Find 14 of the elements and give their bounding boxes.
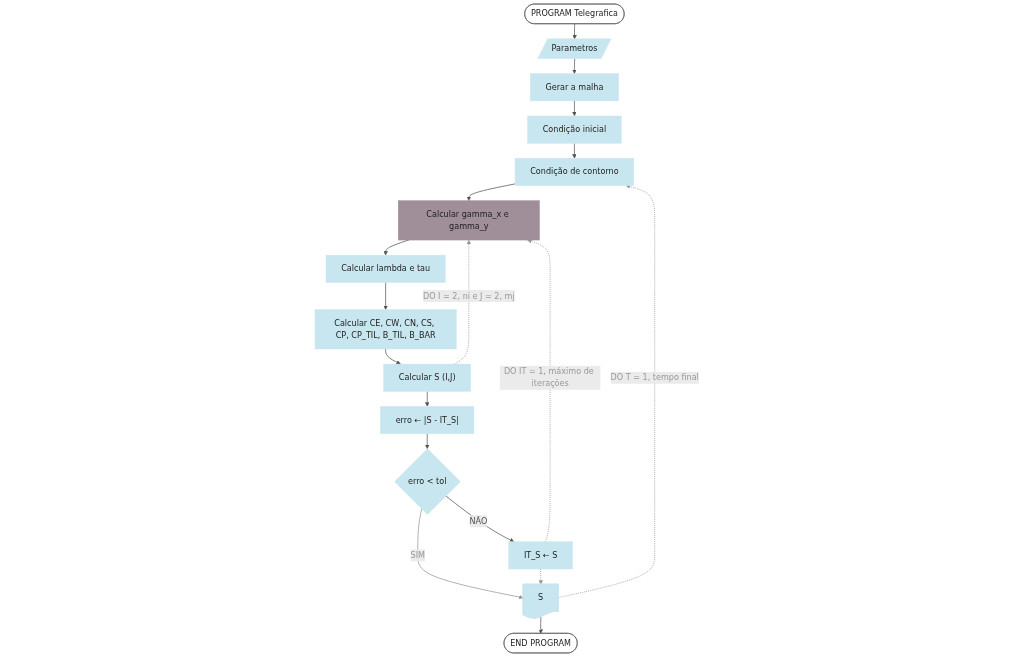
edge-label: SIM — [410, 550, 426, 560]
node-box: Calcular gamma_x e gamma_y — [398, 200, 540, 241]
node-box: Condição inicial — [527, 115, 622, 144]
edge-label: NÃO — [469, 516, 488, 526]
node-box: Calcular CE, CW, CN, CS, CP, CP_TIL, B_TIL, B_BAR — [314, 309, 457, 350]
node-box: Calcular S (I,J) — [383, 363, 472, 392]
node-diamond: erro < tol — [394, 448, 461, 515]
node-box: Condição de contorno — [514, 158, 635, 186]
node-box: Calcular lambda e tau — [325, 254, 446, 283]
node-box: IT_S ← S — [508, 541, 573, 570]
node-box: erro ← |S - IT_S| — [380, 406, 475, 434]
edge-label: DO IT = 1, máximo de iterações — [503, 366, 594, 389]
node-box: Gerar a malha — [530, 73, 619, 102]
edge-label: DO T = 1, tempo final — [610, 372, 699, 383]
